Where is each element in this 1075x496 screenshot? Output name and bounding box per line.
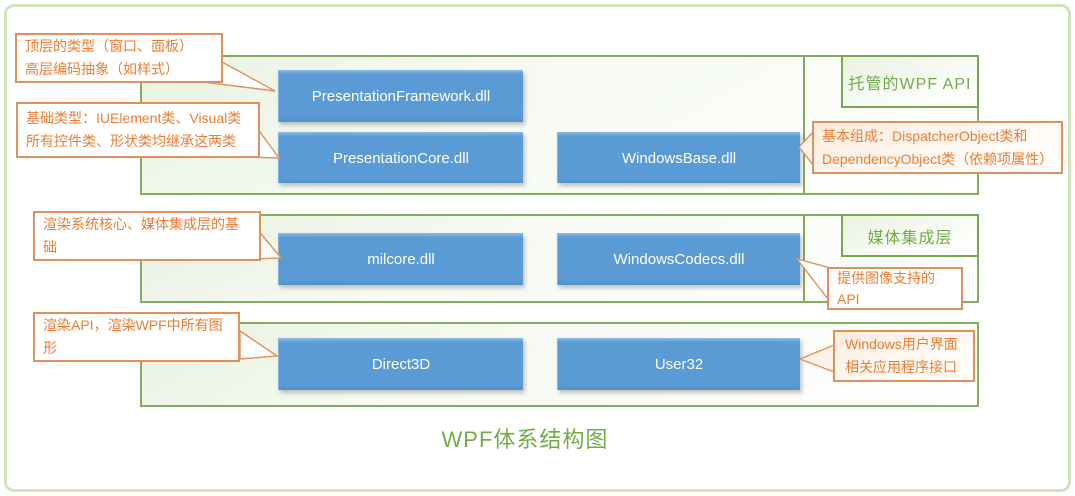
- callout-render-core: 渲染系统核心、媒体集成层的基础: [33, 211, 261, 261]
- block-presentation-framework: PresentationFramework.dll: [278, 70, 523, 122]
- callout-basic-composition: 基本组成：DispatcherObject类和DependencyObject类…: [812, 121, 1063, 174]
- label-managed-wpf-api-text: 托管的WPF API: [848, 75, 972, 93]
- block-windows-codecs-text: WindowsCodecs.dll: [613, 251, 745, 268]
- block-direct3d-text: Direct3D: [371, 356, 431, 373]
- label-media-integration-text: 媒体集成层: [867, 229, 953, 247]
- callout-user-interface: Windows用户界面相关应用程序接口: [833, 330, 975, 382]
- label-media-integration: 媒体集成层: [841, 214, 979, 257]
- outer-frame: [4, 4, 1071, 492]
- block-direct3d: Direct3D: [278, 338, 523, 390]
- block-presentation-core: PresentationCore.dll: [278, 132, 523, 183]
- block-user32: User32: [557, 338, 800, 390]
- block-windows-codecs: WindowsCodecs.dll: [557, 233, 800, 285]
- callout-top-types: 顶层的类型（窗口、面板） 高层编码抽象（如样式）: [15, 33, 223, 83]
- block-presentation-core-text: PresentationCore.dll: [333, 149, 469, 167]
- callout-base-types: 基础类型：IUElement类、Visual类所有控件类、形状类均继承这两类: [16, 102, 260, 158]
- block-user32-text: User32: [654, 356, 704, 373]
- callout-render-api: 渲染API，渲染WPF中所有图形: [33, 312, 240, 362]
- block-milcore-text: milcore.dll: [367, 251, 435, 268]
- page-title: WPF体系结构图: [441, 427, 609, 452]
- block-windows-base-text: WindowsBase.dll: [621, 149, 737, 167]
- block-windows-base: WindowsBase.dll: [557, 132, 800, 183]
- block-presentation-framework-text: PresentationFramework.dll: [311, 88, 491, 105]
- label-managed-wpf-api: 托管的WPF API: [841, 55, 979, 108]
- block-milcore: milcore.dll: [278, 233, 523, 285]
- callout-image-api: 提供图像支持的API: [827, 267, 963, 310]
